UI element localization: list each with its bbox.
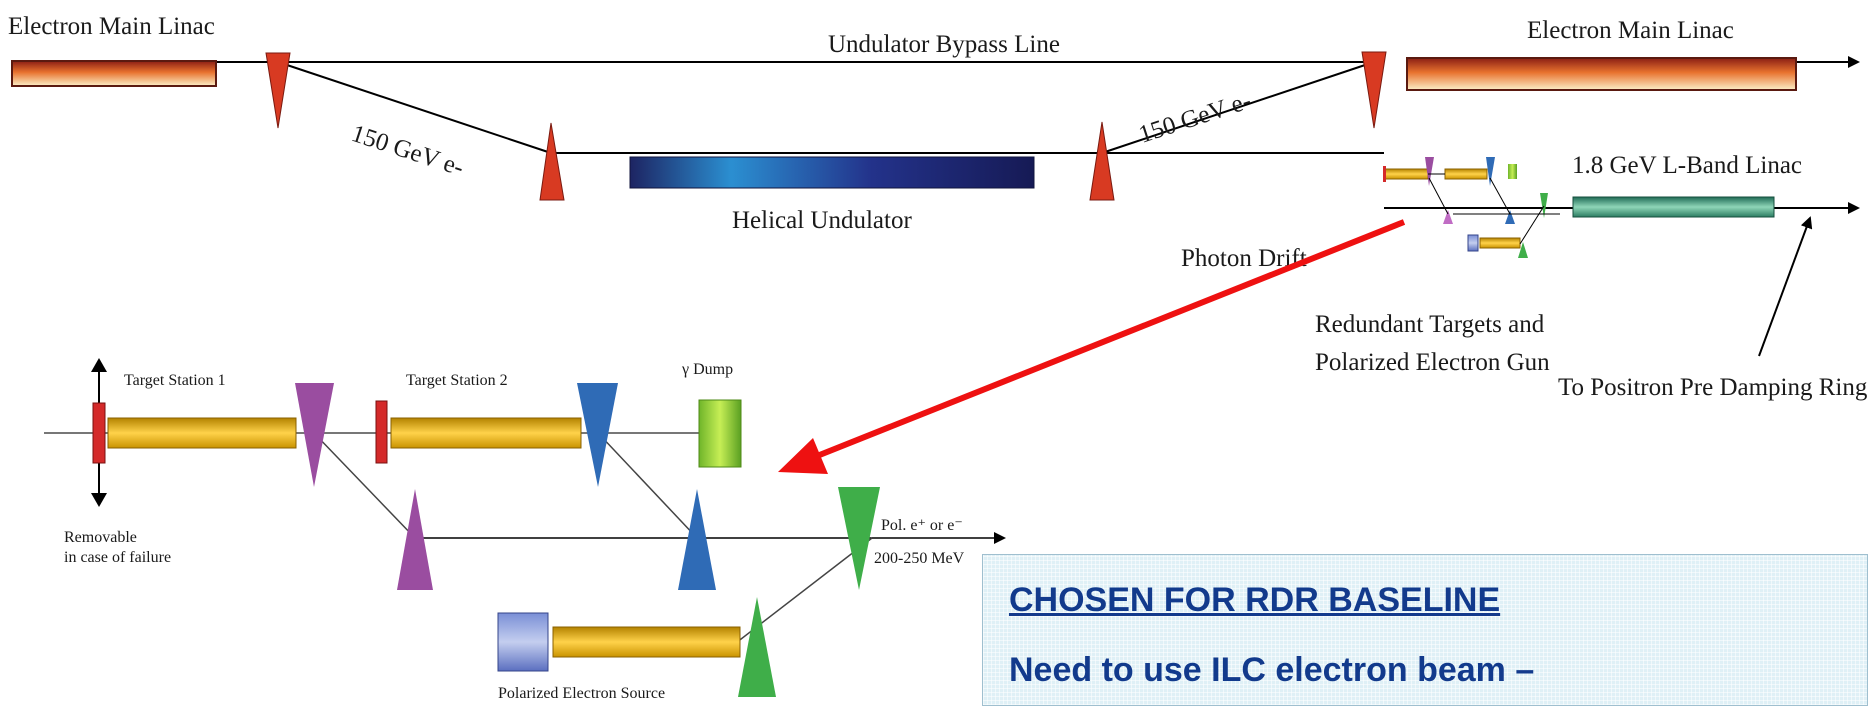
helical-undulator-magnet [629, 156, 1035, 189]
detail-magnet-green-1 [838, 487, 880, 590]
energy-range-label: 200-250 MeV [874, 550, 965, 567]
target-station-1-label: Target Station 1 [124, 372, 226, 389]
pre-damping-ring-label: To Positron Pre Damping Ring [1558, 374, 1868, 401]
mini-target-1 [1383, 168, 1429, 180]
removable-label-1: Removable [64, 529, 137, 546]
dipole-magnet-4 [1361, 51, 1387, 129]
mini-target-2 [1444, 168, 1488, 180]
mini-line-1 [1428, 177, 1449, 215]
dipole-magnet-2 [539, 122, 565, 201]
mini-source [1467, 234, 1479, 252]
pol-output-label: Pol. e⁺ or e⁻ [881, 517, 963, 534]
lband-linac [1572, 196, 1775, 218]
detail-magnet-blue-1 [577, 383, 618, 487]
mini-magnet-blue [1486, 157, 1495, 186]
note-body: Need to use ILC electron beam – [1009, 651, 1535, 689]
mini-magnet-purple [1425, 157, 1434, 186]
dipole-magnet-1 [265, 52, 291, 129]
polarized-source-linac [552, 626, 741, 658]
electron-main-linac-left [11, 60, 217, 87]
dipole-magnet-3 [1089, 121, 1115, 201]
lband-linac-label: 1.8 GeV L-Band Linac [1572, 152, 1802, 179]
redundant-targets-label-1: Redundant Targets and [1315, 311, 1545, 338]
mini-magnet-green [1540, 193, 1548, 218]
beam-energy-left-label: 150 GeV e- [348, 120, 467, 182]
rdr-baseline-note: CHOSEN FOR RDR BASELINE Need to use ILC … [982, 554, 1868, 706]
gamma-dump-label: γ Dump [681, 361, 733, 378]
overview-diagram: Electron Main Linac Undulator Bypass Lin… [8, 13, 1868, 401]
removable-label-2: in case of failure [64, 549, 171, 566]
target-station-1-wheel [92, 402, 106, 464]
dogleg-up-line [1101, 61, 1375, 154]
redundant-targets-label-2: Polarized Electron Gun [1315, 349, 1550, 376]
pre-damping-ring-pointer [1758, 216, 1813, 357]
removable-arrow-head-down [91, 493, 107, 507]
mini-source-linac [1479, 237, 1521, 249]
target-detail-diagram: Target Station 1 Target Station 2 γ Dump… [44, 358, 1006, 702]
detail-magnet-green-2 [738, 597, 776, 697]
detail-diag-line-1 [313, 432, 416, 539]
zoom-arrow-shaft [810, 219, 1406, 461]
note-title: CHOSEN FOR RDR BASELINE [1009, 581, 1501, 619]
zoom-arrow [778, 219, 1406, 474]
dogleg-down-line [277, 61, 552, 154]
gamma-dump-block [698, 399, 742, 468]
mini-target-system [1383, 157, 1560, 258]
mini-magnet-blue-2 [1505, 210, 1515, 224]
mini-magnet-purple-2 [1443, 210, 1453, 224]
target-station-1-capture [107, 417, 297, 449]
electron-main-linac-right-label: Electron Main Linac [1527, 17, 1734, 44]
polarized-source-gun [497, 612, 549, 672]
mini-dump [1508, 164, 1517, 179]
zoom-arrow-head [778, 438, 828, 474]
detail-magnet-blue-2 [678, 489, 716, 590]
detail-magnet-purple-2 [397, 489, 433, 590]
electron-main-linac-right [1406, 57, 1797, 91]
helical-undulator-label: Helical Undulator [732, 207, 912, 234]
beam-energy-right-label: 150 GeV e- [1136, 87, 1255, 149]
detail-diag-line-2 [597, 432, 698, 539]
target-station-2-label: Target Station 2 [406, 372, 508, 389]
mini-magnet-green-2 [1518, 242, 1528, 258]
mini-line-2 [1489, 177, 1511, 215]
target-station-2-capture [390, 417, 582, 449]
mini-line-3 [1519, 205, 1545, 245]
polarized-source-label: Polarized Electron Source [498, 685, 665, 702]
undulator-bypass-line-label: Undulator Bypass Line [828, 31, 1060, 58]
detail-magnet-purple-1 [295, 383, 334, 487]
mini-target-red [1383, 166, 1386, 182]
target-station-2-wheel [375, 400, 388, 464]
electron-main-linac-left-label: Electron Main Linac [8, 13, 215, 40]
removable-arrow-head-up [91, 358, 107, 372]
